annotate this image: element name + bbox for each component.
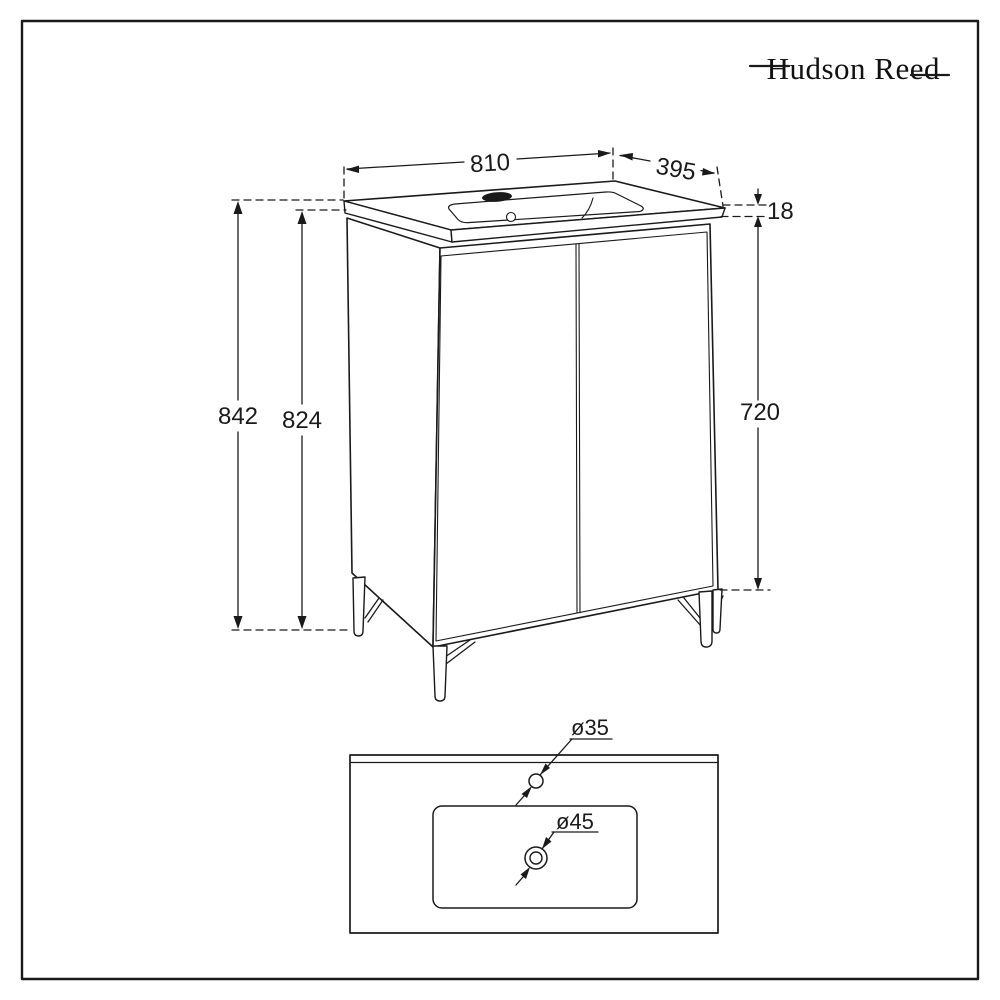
front-left-leg [432, 639, 476, 702]
cabinet-with-legs-height-label: 824 [282, 407, 322, 434]
dimension-cabinet-height: 720 [719, 216, 780, 591]
basin-recess-rim [448, 191, 644, 224]
door-panel-outline [435, 231, 714, 642]
front-right-leg [677, 590, 713, 648]
waste-hole-outer [524, 846, 548, 870]
tap-hole-plan [528, 773, 544, 789]
basin-plan-outline [432, 805, 638, 909]
cabinet-height-label: 720 [740, 399, 780, 426]
tap-hole-callout: ø35 [515, 715, 613, 806]
cabinet-front-face [432, 223, 719, 648]
overall-height-label: 842 [218, 403, 258, 430]
basin-slope-line [581, 197, 594, 219]
back-right-leg [708, 588, 724, 634]
back-left-leg [352, 576, 384, 637]
dimension-basin-thickness: 18 [720, 188, 794, 225]
waste-hole-callout: ø45 [515, 809, 599, 886]
basin-thickness-label: 18 [767, 198, 794, 225]
tap-hole [482, 192, 512, 202]
overflow-hole [505, 211, 517, 223]
dimension-cabinet-with-legs-height: 824 [282, 209, 347, 629]
dimension-overall-height: 842 [218, 199, 352, 631]
dimension-depth: 395 [619, 153, 724, 207]
sheet-border [20, 19, 980, 981]
brand-logo: Hudson Reed [748, 51, 951, 86]
basin-countertop [343, 180, 726, 243]
isometric-view: 810 395 18 720 [218, 147, 794, 702]
width-label: 810 [469, 149, 511, 178]
tap-hole-label: ø35 [571, 715, 609, 740]
door-split-line [575, 243, 578, 614]
dimension-width: 810 [343, 147, 614, 199]
depth-label: 395 [654, 153, 698, 187]
brand-name: Hudson Reed [767, 51, 940, 86]
waste-hole-label: ø45 [556, 809, 594, 834]
door-split-line [578, 243, 581, 614]
waste-hole-inner [529, 851, 543, 865]
plan-view: ø35 ø45 [349, 715, 719, 934]
